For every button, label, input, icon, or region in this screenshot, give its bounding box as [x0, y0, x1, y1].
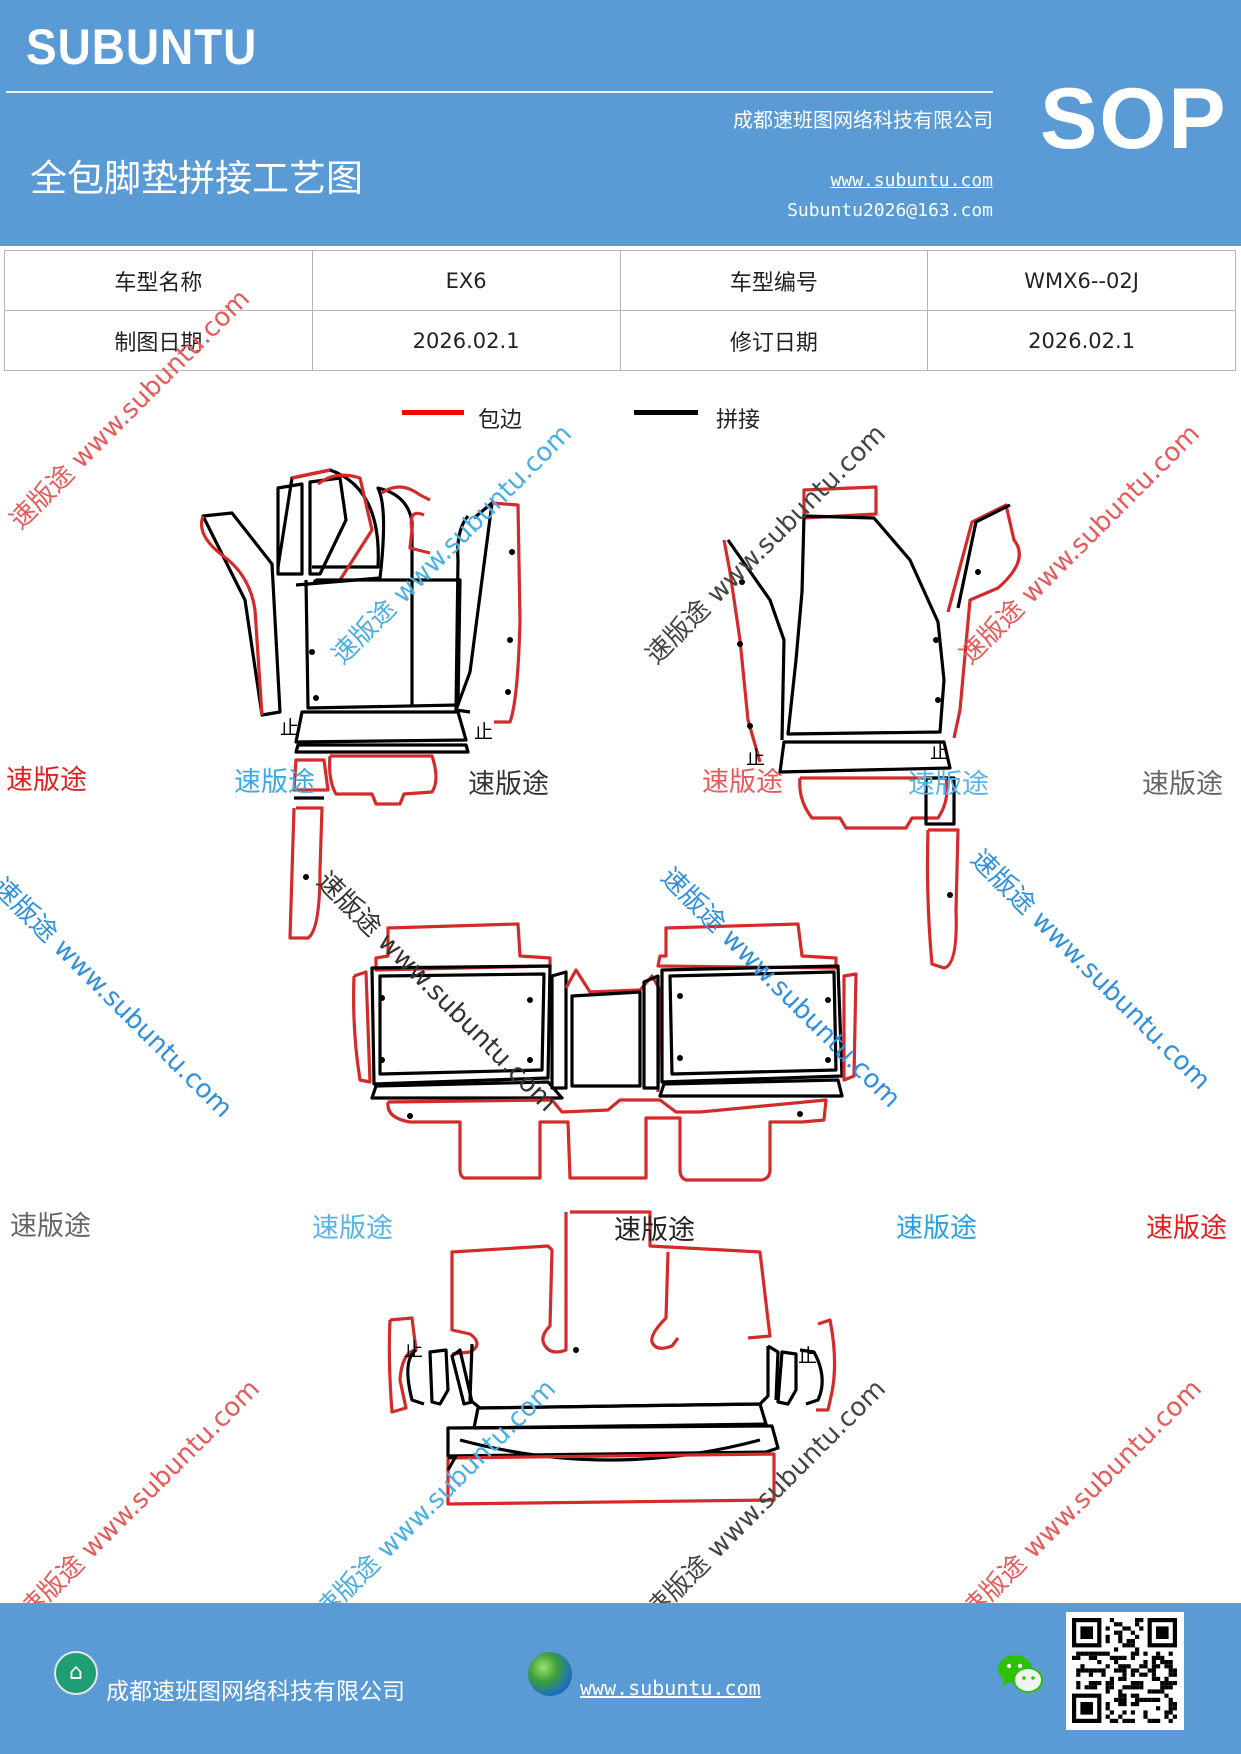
value-draw-date: 2026.02.1 — [311, 310, 621, 371]
label-draw-date: 制图日期 — [4, 310, 313, 371]
stop-mark: 止 — [474, 721, 493, 743]
header-company: 成都速班图网络科技有限公司 — [733, 108, 993, 132]
watermark: 速版途 — [1146, 1213, 1227, 1244]
header-banner — [0, 0, 1241, 246]
value-model-name: EX6 — [311, 250, 621, 311]
legend-edge-label: 包边 — [478, 408, 523, 433]
watermark: 速版途 — [614, 1215, 695, 1246]
watermark: 速版途 — [908, 769, 989, 800]
front-left-mat — [199, 468, 522, 940]
watermark: 速版途 — [6, 765, 87, 796]
globe-icon[interactable] — [528, 1652, 572, 1696]
home-icon[interactable]: ⌂ — [54, 1651, 98, 1695]
front-right-mat — [722, 485, 1021, 970]
watermark: 速版途 — [234, 767, 315, 798]
table-row: 车型名称 EX6 车型编号 WMX6--02J — [4, 250, 1236, 311]
page-title: 全包脚垫拼接工艺图 — [30, 157, 363, 200]
brand-logo: SUBUNTU — [26, 19, 258, 75]
wechat-icon[interactable] — [996, 1652, 1044, 1696]
header-website-link[interactable]: www.subuntu.com — [830, 170, 993, 191]
qr-code — [1066, 1612, 1184, 1730]
label-model-code: 车型编号 — [619, 250, 929, 311]
header-email[interactable]: Subuntu2026@163.com — [787, 200, 993, 221]
stop-mark: 止 — [404, 1339, 423, 1361]
watermark: 速版途 — [896, 1213, 977, 1244]
table-row: 制图日期 2026.02.1 修订日期 2026.02.1 — [4, 310, 1236, 371]
sop-badge: SOP — [1040, 71, 1228, 167]
legend-edge-swatch — [402, 410, 464, 415]
header-divider — [6, 91, 993, 93]
watermark: 速版途 — [312, 1213, 393, 1244]
stop-mark: 止 — [746, 747, 765, 769]
watermark: 速版途 — [702, 767, 783, 798]
stop-mark: 止 — [798, 1345, 817, 1367]
watermark: 速版途 — [468, 769, 549, 800]
value-model-code: WMX6--02J — [927, 250, 1236, 311]
label-revise-date: 修订日期 — [619, 310, 929, 371]
qr-code-pattern — [1072, 1618, 1177, 1723]
label-model-name: 车型名称 — [4, 250, 313, 311]
legend-join-label: 拼接 — [716, 408, 761, 433]
legend-join-swatch — [634, 410, 698, 415]
second-row-mat — [352, 922, 858, 1182]
stop-mark: 止 — [930, 741, 949, 763]
info-table: 车型名称 EX6 车型编号 WMX6--02J 制图日期 2026.02.1 修… — [4, 250, 1236, 371]
footer-website-link[interactable]: www.subuntu.com — [580, 1676, 761, 1700]
footer-company: 成都速班图网络科技有限公司 — [106, 1679, 405, 1705]
stop-mark: 止 — [280, 717, 299, 739]
third-row-mat — [387, 1210, 837, 1506]
value-revise-date: 2026.02.1 — [927, 310, 1236, 371]
watermark: 速版途 — [10, 1211, 91, 1242]
watermark: 速版途 — [1142, 769, 1223, 800]
